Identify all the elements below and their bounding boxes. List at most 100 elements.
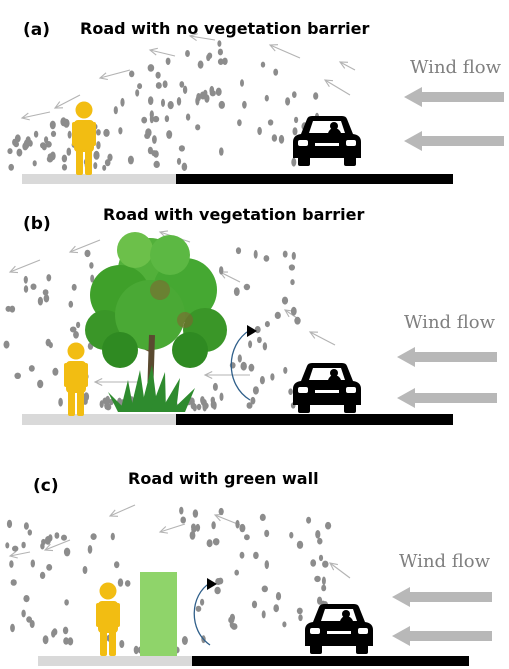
panel-c-particle xyxy=(264,529,270,538)
panel-a-particle xyxy=(40,142,46,149)
panel-c-particle xyxy=(228,616,235,624)
panel-a-flow-arrow xyxy=(269,44,301,59)
panel-c-wind-arrow-icon xyxy=(392,626,492,646)
panel-b-particle xyxy=(264,321,270,328)
panel-b-particle xyxy=(28,365,35,372)
panel-a-particle xyxy=(118,127,123,135)
panel-a-particle xyxy=(107,153,113,162)
panel-c-wind-arrow-icon xyxy=(392,587,492,607)
panel-b-particle xyxy=(270,373,275,381)
panel-a-flow-arrow xyxy=(149,49,176,57)
panel-b-particle xyxy=(30,283,37,290)
panel-a-particle xyxy=(66,147,72,156)
panel-c-particle xyxy=(67,637,74,646)
panel-c-particle xyxy=(253,551,259,560)
panel-b-particle xyxy=(37,296,44,306)
panel-c-particle xyxy=(27,529,32,536)
panel-c-particle xyxy=(217,577,224,585)
panel-b-road xyxy=(176,414,453,425)
panel-c-particle xyxy=(218,507,224,516)
panel-a-flow-arrow-head xyxy=(53,101,64,109)
panel-a-flow-arrow-head xyxy=(338,61,349,69)
panel-c-flow-arrows xyxy=(8,504,351,579)
panel-b-particle xyxy=(99,400,104,408)
panel-c-green-wall xyxy=(140,572,177,657)
panel-c-particle xyxy=(61,534,67,541)
panel-c-title: Road with green wall xyxy=(128,469,319,488)
panel-c-particle xyxy=(179,506,184,515)
panel-c-particle xyxy=(191,523,196,531)
panel-c-particle xyxy=(325,521,332,530)
panel-c-flow-arrow xyxy=(9,551,31,557)
panel-a-particle xyxy=(217,48,223,56)
panel-c-flow-arrow-head xyxy=(108,509,119,517)
panel-a-particle xyxy=(60,117,67,127)
panel-a-flow-arrow xyxy=(339,61,356,71)
panel-a-particle xyxy=(33,130,39,138)
panel-a-particle xyxy=(102,164,107,171)
panel-b-particle xyxy=(23,275,28,284)
panel-c-particle xyxy=(40,542,45,550)
panel-c-particle xyxy=(239,551,245,559)
panel-a-particle xyxy=(67,130,72,139)
panel-b-particle xyxy=(240,361,247,371)
panel-a-particle xyxy=(176,157,182,165)
panel-b-particle xyxy=(23,285,29,293)
panel-c-particle xyxy=(54,532,60,539)
panel-a-particle xyxy=(120,97,125,107)
panel-a-particle xyxy=(292,91,297,98)
panel-a-particle xyxy=(185,50,190,57)
panel-a-particle xyxy=(291,157,297,167)
panel-b-particle xyxy=(71,283,77,291)
panel-c-particle xyxy=(315,530,321,539)
panel-b-particle xyxy=(288,388,293,396)
panel-c-particle xyxy=(181,636,188,645)
panel-c-particle xyxy=(39,571,46,580)
panel-b-particle xyxy=(294,316,301,325)
panel-b-particle xyxy=(246,402,253,409)
panel-b-particle xyxy=(43,294,50,303)
panel-c-particle xyxy=(282,621,287,628)
panel-b-particle xyxy=(105,403,112,411)
panel-b-flow-arrow-head xyxy=(308,331,319,339)
panel-b-particle xyxy=(90,274,95,283)
panel-a-particle xyxy=(166,130,173,139)
panel-a-particle xyxy=(167,101,174,110)
panel-b-particle xyxy=(248,363,255,372)
panel-a-wind-label: Wind flow xyxy=(410,57,502,78)
panel-b-particle xyxy=(48,342,53,349)
panel-b-particle xyxy=(73,331,79,339)
panel-b-particle xyxy=(257,336,262,344)
panel-a-particle xyxy=(273,68,279,76)
panel-a-particle xyxy=(165,57,171,65)
panel-b-wind-label: Wind flow xyxy=(404,312,496,333)
panel-a-sidewalk xyxy=(22,174,176,184)
panel-a-particle xyxy=(153,160,160,168)
panel-a-particle xyxy=(278,134,285,144)
panel-c-particle xyxy=(189,531,196,540)
panel-a-letter: (a) xyxy=(23,20,51,40)
panel-a-particle xyxy=(292,127,298,136)
panel-a-flow-arrows xyxy=(20,33,356,121)
panel-c-flow-arrow xyxy=(329,562,351,579)
panel-a-particle xyxy=(103,128,110,137)
panel-a-particle xyxy=(197,60,204,69)
panel-c-flow-arrow-head xyxy=(43,543,54,552)
panel-b-particle xyxy=(290,306,297,316)
panel-c-particle xyxy=(133,645,139,655)
panel-b-particle xyxy=(282,250,288,258)
panel-a-particle xyxy=(61,164,68,171)
panel-b-particle xyxy=(219,392,224,401)
panel-a-flow-arrow xyxy=(189,35,216,41)
panel-b-particle xyxy=(9,305,16,313)
panel-c-particle xyxy=(310,559,317,567)
panel-b-eddy-arrow-icon xyxy=(230,325,257,401)
panel-c-wind-label: Wind flow xyxy=(399,551,491,572)
panel-a-flow-arrow-head xyxy=(188,33,198,42)
panel-b-flow-arrow xyxy=(309,331,336,346)
panel-c-particle xyxy=(87,545,93,554)
panel-c-particle xyxy=(42,635,49,645)
panel-b-particle xyxy=(262,342,268,351)
panel-c-particle xyxy=(10,623,15,633)
